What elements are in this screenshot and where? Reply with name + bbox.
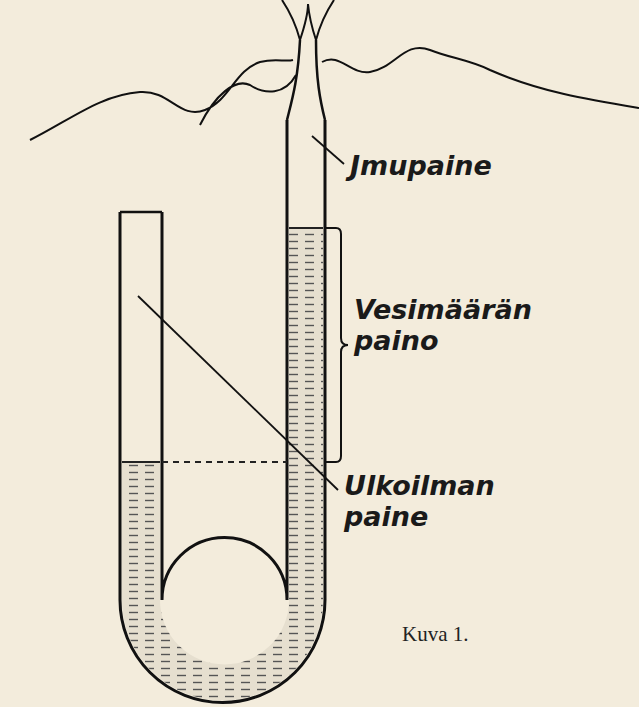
water-surface	[289, 227, 323, 229]
pressure-label: Jmupaine	[350, 150, 610, 181]
tube-top	[120, 211, 162, 214]
brace	[326, 228, 348, 462]
figure-caption: Kuva 1.	[402, 622, 469, 647]
leaf	[30, 60, 296, 140]
water-surface	[122, 461, 160, 463]
leader-line	[312, 136, 344, 164]
weight-label: Vesimäärän paino	[354, 294, 584, 356]
tube-outer-wall	[120, 120, 325, 703]
level-line	[162, 461, 287, 463]
water	[122, 228, 323, 701]
leaf	[282, 0, 334, 40]
leaf	[322, 48, 639, 108]
tube-inner-wall	[162, 120, 287, 600]
pressure-label: Ulkoilman paine	[344, 470, 584, 532]
leader-line	[138, 296, 338, 490]
